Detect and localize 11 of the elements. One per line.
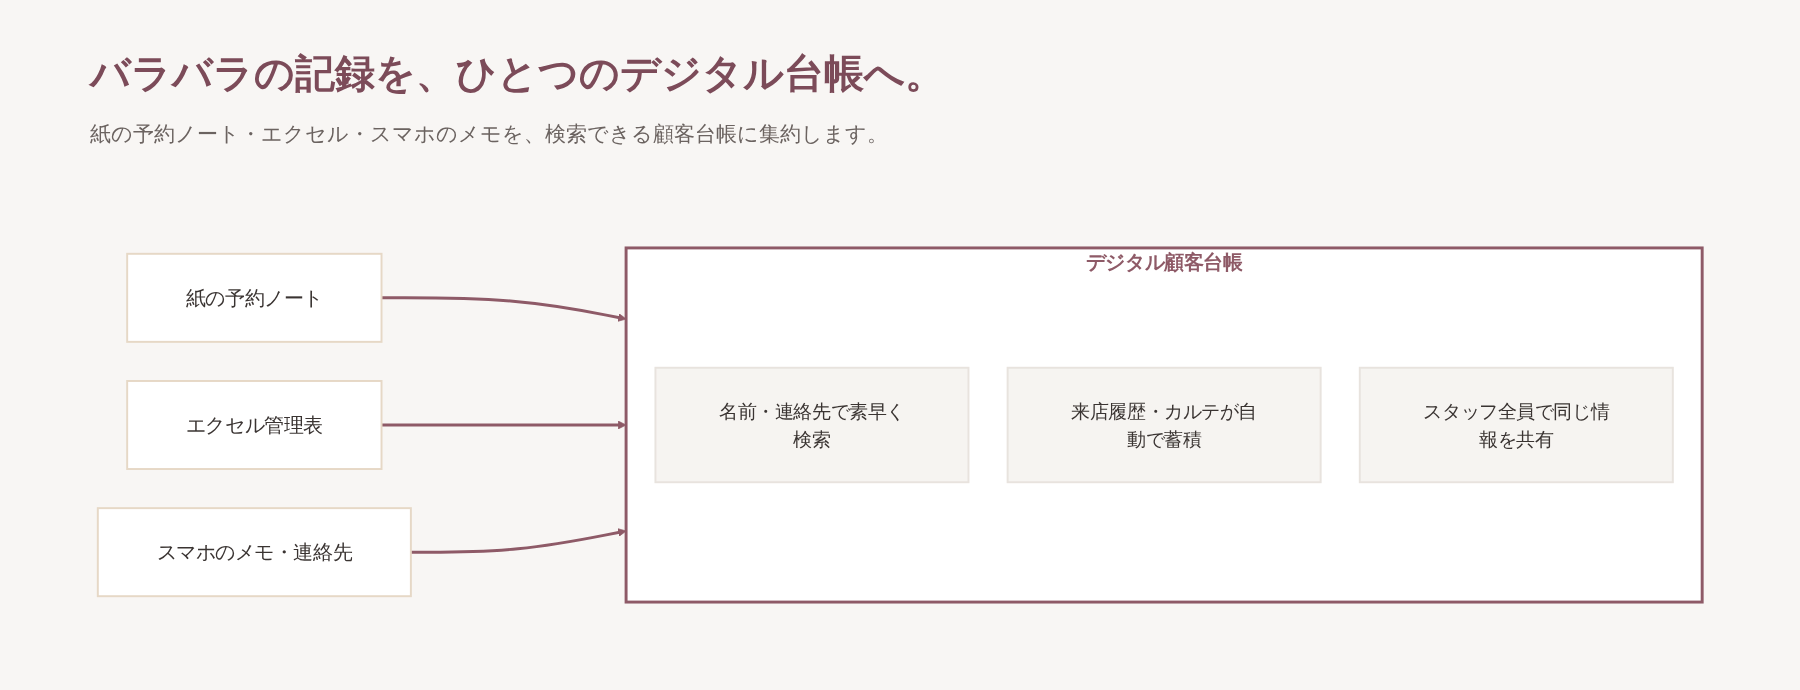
arrow: [381, 420, 627, 430]
node-box: スマホのメモ・連絡先: [96, 507, 412, 598]
node-box: エクセル管理表: [126, 380, 383, 470]
node-box: 紙の予約ノート: [126, 252, 383, 343]
node-box: 来店履歴・カルテが自動で蓄積: [1006, 366, 1322, 484]
title: バラバラの記録を、ひとつのデジタル台帳へ。: [90, 48, 945, 98]
arrow: [381, 296, 627, 322]
subtitle: 紙の予約ノート・エクセル・スマホのメモを、検索できる顧客台帳に集約します。: [90, 121, 888, 148]
node-box: 名前・連絡先で素早く検索: [654, 366, 970, 484]
arrow: [410, 528, 627, 554]
node-box: スタッフ全員で同じ情報を共有: [1358, 366, 1674, 484]
